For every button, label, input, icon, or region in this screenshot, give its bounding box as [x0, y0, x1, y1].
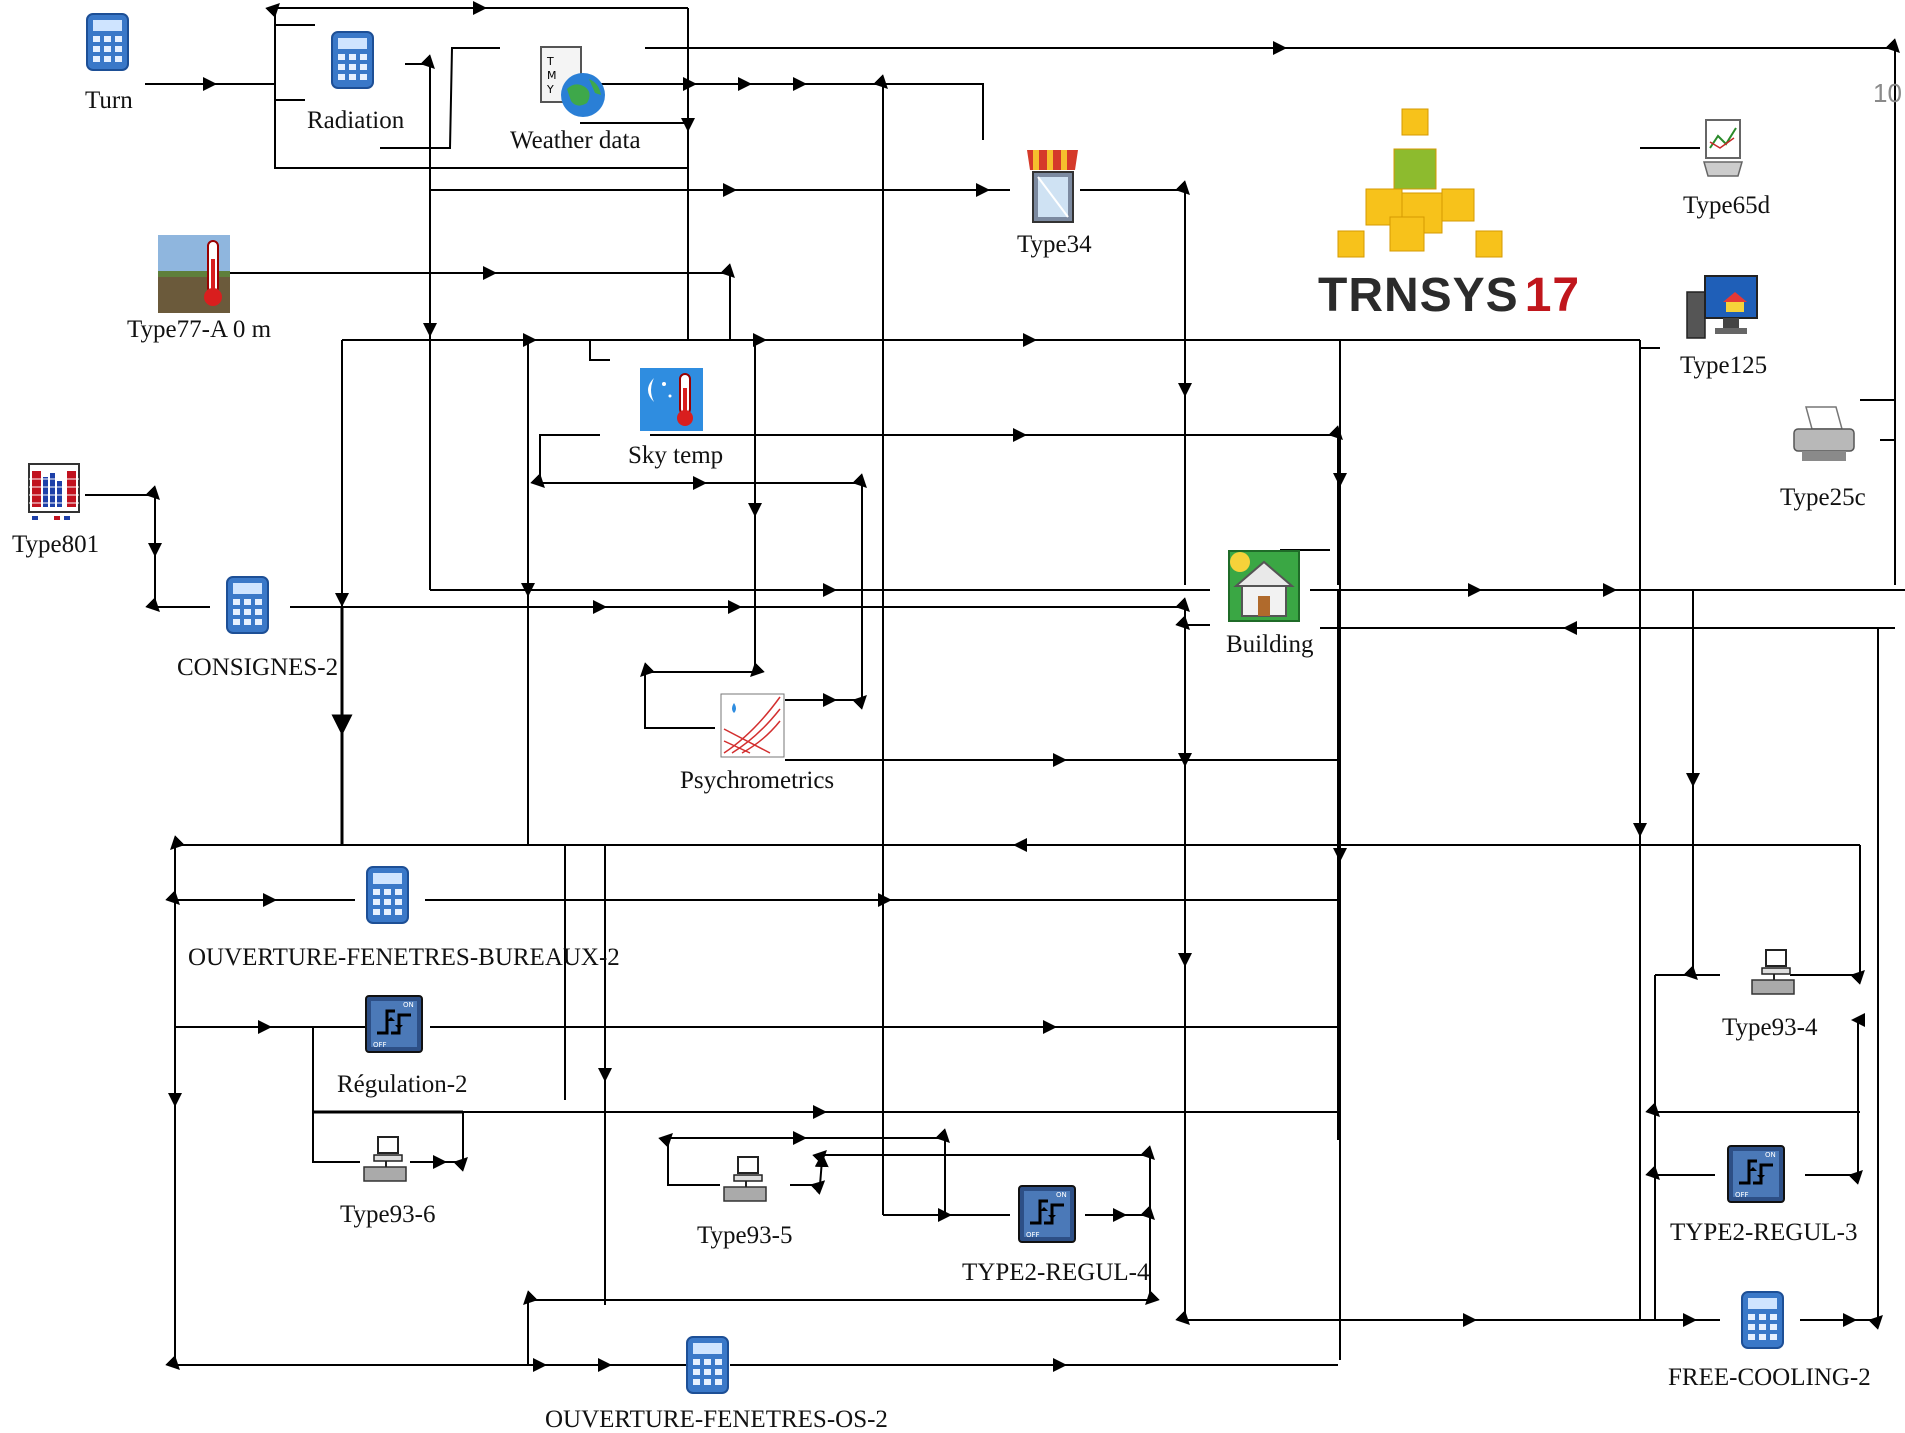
regulation-2-component[interactable]: ON OFF — [365, 995, 423, 1053]
type2-regul-3-label: TYPE2-REGUL-3 — [1670, 1219, 1858, 1246]
input-delay-icon — [723, 1156, 767, 1202]
svg-text:OFF: OFF — [373, 1041, 387, 1049]
type801-component[interactable] — [28, 463, 80, 525]
svg-text:OFF: OFF — [1026, 1231, 1040, 1239]
psychrometric-chart-icon — [720, 693, 785, 758]
type93-5-component[interactable] — [720, 1155, 770, 1205]
weather-globe-icon: T M Y — [540, 46, 605, 117]
type801-label: Type801 — [12, 531, 100, 558]
type2-regul-4-component[interactable]: ON OFF — [1018, 1185, 1076, 1243]
calculator-icon — [86, 13, 129, 71]
svg-text:ON: ON — [1765, 1151, 1776, 1159]
ouverture-os-label: OUVERTURE-FENETRES-OS-2 — [545, 1406, 888, 1433]
on-off-controller-icon: ON OFF — [1727, 1145, 1785, 1203]
computer-monitor-icon — [1686, 275, 1758, 339]
on-off-controller-icon: ON OFF — [1018, 1185, 1076, 1243]
regulation-2-label: Régulation-2 — [337, 1071, 468, 1098]
ouverture-bureaux-label: OUVERTURE-FENETRES-BUREAUX-2 — [188, 944, 620, 971]
type25c-component[interactable] — [1790, 405, 1858, 465]
type77-label: Type77-A 0 m — [127, 316, 272, 343]
input-delay-icon — [1751, 949, 1795, 995]
building-label: Building — [1226, 631, 1314, 658]
type125-label: Type125 — [1680, 352, 1768, 379]
consignes-label: CONSIGNES-2 — [177, 654, 339, 681]
calculator-icon — [366, 866, 409, 924]
trnsys-logo — [1330, 105, 1510, 265]
calculator-icon — [331, 31, 374, 89]
cube-pyramid-logo-icon — [1337, 108, 1503, 258]
free-cooling-label: FREE-COOLING-2 — [1668, 1364, 1871, 1391]
ground-thermometer-icon — [158, 235, 230, 313]
sky-temp-component[interactable] — [640, 368, 703, 431]
type93-4-component[interactable] — [1748, 948, 1798, 998]
free-cooling-component[interactable] — [1740, 1290, 1785, 1350]
turn-component[interactable] — [85, 12, 130, 72]
type65d-component[interactable] — [1700, 118, 1745, 180]
type25c-label: Type25c — [1780, 484, 1866, 511]
trnsys-version: 17 — [1524, 269, 1581, 322]
consignes-component[interactable] — [225, 575, 270, 635]
type93-5-label: Type93-5 — [697, 1222, 793, 1249]
window-awning-icon — [1027, 150, 1078, 223]
page-number: 10 — [1873, 78, 1902, 108]
svg-text:T: T — [546, 55, 554, 68]
svg-text:ON: ON — [403, 1001, 414, 1009]
calculator-icon — [686, 1336, 729, 1394]
weather-data-label: Weather data — [510, 127, 641, 154]
ouverture-bureaux-component[interactable] — [365, 865, 410, 925]
type93-6-component[interactable] — [360, 1135, 410, 1185]
type34-label: Type34 — [1017, 231, 1092, 258]
turn-label: Turn — [85, 87, 133, 114]
type93-6-label: Type93-6 — [340, 1201, 436, 1228]
psychrometrics-label: Psychrometrics — [680, 767, 835, 794]
printer-icon — [1793, 406, 1855, 461]
ouverture-os-component[interactable] — [685, 1335, 730, 1395]
radiation-component[interactable] — [330, 30, 375, 90]
on-off-controller-icon: ON OFF — [365, 995, 423, 1053]
type93-4-label: Type93-4 — [1722, 1014, 1818, 1041]
type125-component[interactable] — [1683, 272, 1763, 342]
type2-regul-3-component[interactable]: ON OFF — [1727, 1145, 1785, 1203]
type2-regul-4-label: TYPE2-REGUL-4 — [962, 1259, 1150, 1286]
weather-data-component[interactable]: T M Y — [535, 45, 610, 120]
type65d-label: Type65d — [1683, 192, 1771, 219]
type77-component[interactable] — [158, 235, 230, 313]
calculator-icon — [1741, 1291, 1784, 1349]
schedule-grid-icon — [28, 463, 80, 520]
input-delay-icon — [363, 1136, 407, 1182]
radiation-label: Radiation — [307, 107, 405, 134]
type34-component[interactable] — [1025, 148, 1080, 226]
sky-temp-label: Sky temp — [628, 442, 724, 469]
online-plotter-icon — [1703, 119, 1743, 177]
trnsys-name: TRNSYS — [1318, 269, 1519, 322]
psychrometrics-component[interactable] — [720, 693, 785, 758]
house-icon — [1228, 550, 1300, 622]
svg-text:Y: Y — [546, 83, 554, 96]
svg-text:M: M — [547, 69, 557, 82]
calculator-icon — [226, 576, 269, 634]
building-component[interactable] — [1228, 550, 1300, 622]
svg-text:ON: ON — [1056, 1191, 1067, 1199]
svg-text:OFF: OFF — [1735, 1191, 1749, 1199]
sky-thermometer-icon — [640, 368, 703, 431]
